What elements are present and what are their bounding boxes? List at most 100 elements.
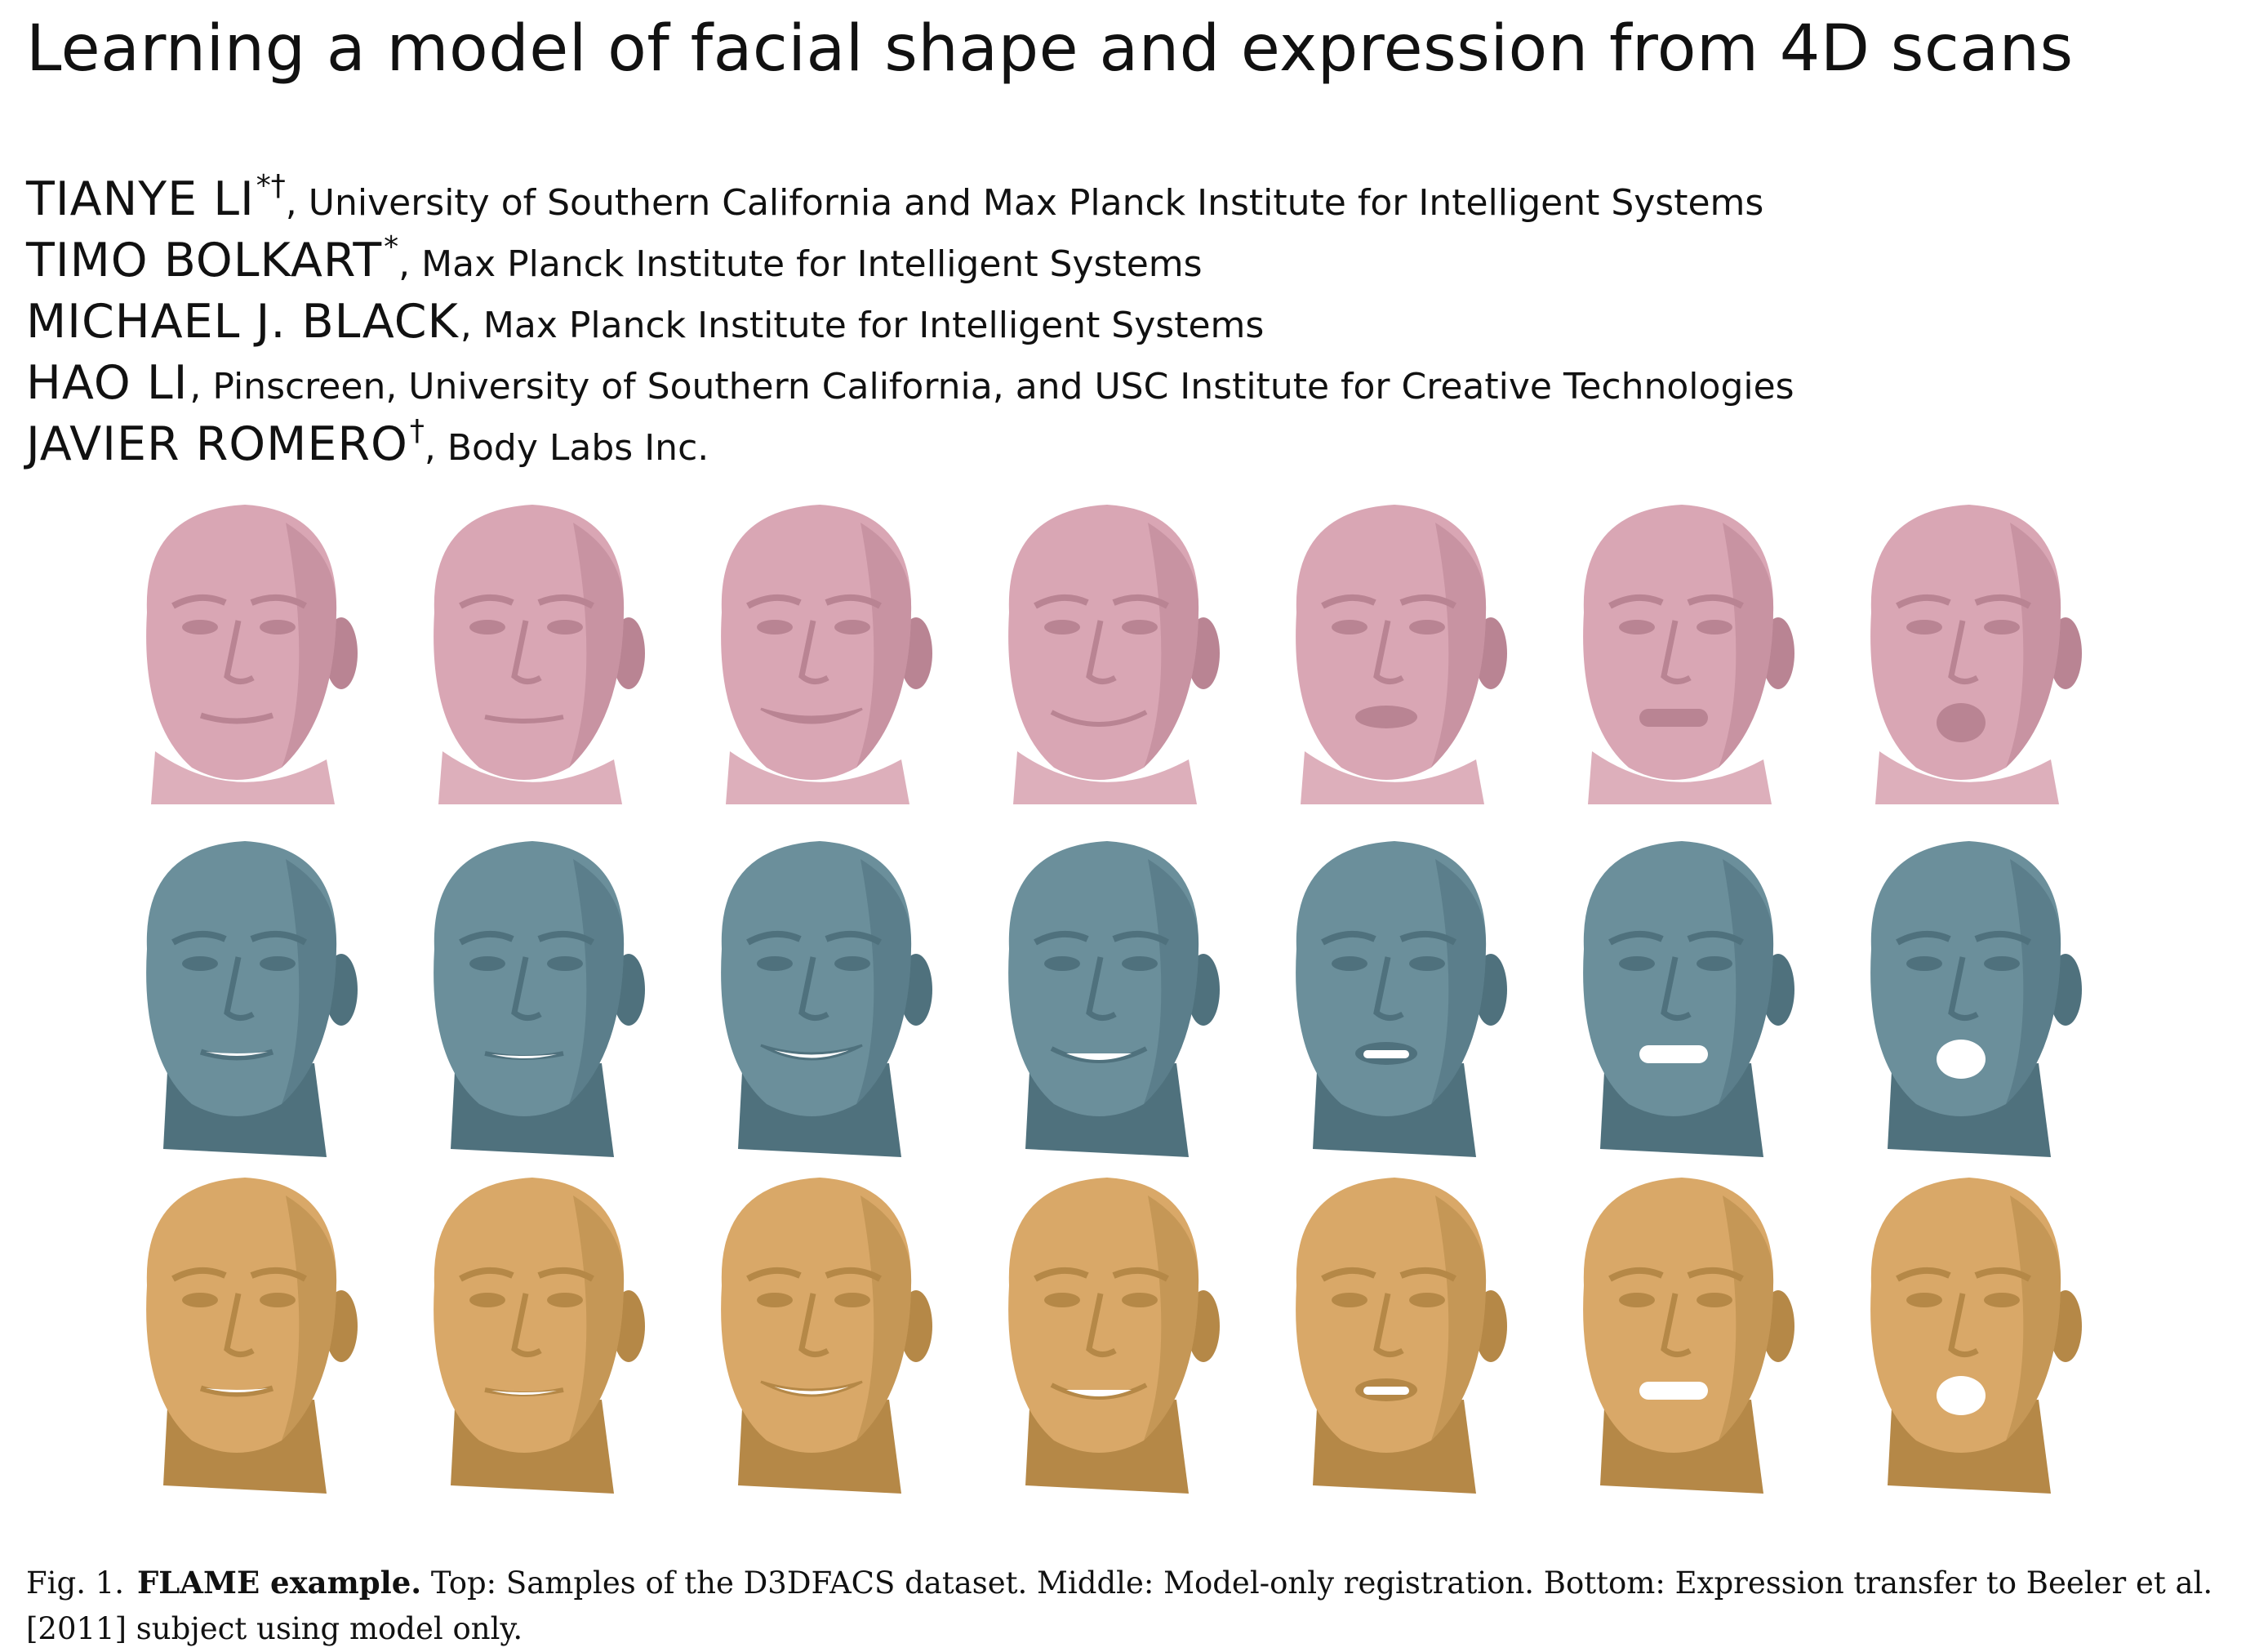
face-brow xyxy=(746,594,802,609)
face-shading xyxy=(1144,859,1199,1104)
face-head xyxy=(1296,841,1487,1116)
face-neck xyxy=(438,751,622,804)
mouth-teeth xyxy=(206,1388,268,1392)
mouth-teeth xyxy=(1066,1053,1132,1060)
face-eye xyxy=(1697,1293,1732,1307)
face-eye xyxy=(260,620,296,635)
face-shading xyxy=(282,1196,337,1440)
face-render xyxy=(146,1178,358,1494)
face-brow xyxy=(1034,930,1089,946)
face-head xyxy=(434,505,625,780)
face-render xyxy=(721,841,932,1157)
face-shading xyxy=(1719,523,1774,768)
face-brow xyxy=(1321,594,1376,609)
face-brow xyxy=(1687,594,1744,609)
face-brow xyxy=(1974,930,2031,946)
face-brow xyxy=(1034,1267,1089,1282)
face-neck xyxy=(1013,751,1197,804)
face-render xyxy=(1870,841,2082,1157)
face-brow xyxy=(1399,930,1456,946)
author-1: TIANYE LI*†, University of Southern Cali… xyxy=(26,169,1764,226)
face-brow xyxy=(459,930,514,946)
mouth-teeth xyxy=(1363,1050,1409,1058)
face-nose xyxy=(224,1293,255,1357)
mouth-teeth xyxy=(1639,1045,1708,1063)
author-name: TIMO BOLKART xyxy=(26,234,383,287)
face-eye xyxy=(1409,620,1445,635)
face-brow xyxy=(1896,594,1951,609)
face-shading xyxy=(569,1196,625,1440)
face-nose xyxy=(1086,620,1117,684)
face-brow xyxy=(459,1267,514,1282)
face-eye xyxy=(1409,956,1445,971)
mouth-teeth xyxy=(206,1052,268,1056)
face-nose xyxy=(798,1293,829,1357)
face-shading xyxy=(856,859,912,1104)
face-render xyxy=(1583,505,1794,804)
face-shading xyxy=(1144,1196,1199,1440)
face-brow xyxy=(1608,1267,1664,1282)
face-head xyxy=(1008,505,1199,780)
face-eye xyxy=(834,956,870,971)
face-eye xyxy=(1044,1293,1080,1307)
mouth-teeth xyxy=(1639,1382,1708,1400)
author-5: JAVIER ROMERO†, Body Labs Inc. xyxy=(26,414,709,471)
face-eye xyxy=(1984,1293,2020,1307)
face-brow xyxy=(1687,1267,1744,1282)
mouth-teeth xyxy=(491,1054,557,1058)
mouth-open xyxy=(1937,1376,1986,1415)
face-render xyxy=(1296,1178,1507,1494)
mouth-smile xyxy=(1050,1383,1148,1400)
face-nose xyxy=(1086,956,1117,1021)
mouth-teeth xyxy=(1639,709,1708,727)
author-affiliation: Pinscreen, University of Southern Califo… xyxy=(212,366,1794,407)
face-shading xyxy=(856,523,912,768)
face-brow xyxy=(825,1267,882,1282)
mouth-teeth xyxy=(491,1391,557,1395)
mouth-smile xyxy=(1050,1046,1148,1063)
face-eye xyxy=(1122,1293,1158,1307)
face-brow xyxy=(1112,594,1169,609)
face-render xyxy=(721,1178,932,1494)
face-brow xyxy=(1974,594,2031,609)
face-head xyxy=(1583,841,1774,1116)
face-shading xyxy=(1431,1196,1487,1440)
face-eye xyxy=(1906,956,1942,971)
mouth-pursed xyxy=(199,712,274,724)
face-nose xyxy=(224,956,255,1021)
author-marks: *† xyxy=(256,169,286,203)
face-eye xyxy=(1409,1293,1445,1307)
face-eye xyxy=(1044,956,1080,971)
face-eye xyxy=(1619,620,1655,635)
face-eye xyxy=(1619,1293,1655,1307)
author-list: TIANYE LI*†, University of Southern Cali… xyxy=(26,155,1794,471)
face-nose xyxy=(1948,620,1979,684)
author-affiliation: Max Planck Institute for Intelligent Sys… xyxy=(483,305,1265,346)
face-head xyxy=(146,1178,337,1453)
face-brow xyxy=(1112,930,1169,946)
author-name: TIANYE LI xyxy=(26,172,255,226)
face-brow xyxy=(171,594,227,609)
face-brow xyxy=(171,930,227,946)
mouth-lips xyxy=(1355,706,1417,728)
face-eye xyxy=(260,1293,296,1307)
face-eye xyxy=(260,956,296,971)
author-affiliation: Body Labs Inc. xyxy=(447,427,709,469)
face-nose xyxy=(1086,1293,1117,1357)
face-eye xyxy=(469,620,505,635)
face-brow xyxy=(1974,1267,2031,1282)
face-grid-svg xyxy=(146,505,2082,1494)
face-render xyxy=(1296,505,1507,804)
caption-bold-title: FLAME example. xyxy=(137,1565,422,1601)
mouth-grin xyxy=(760,707,863,724)
face-eye xyxy=(182,620,218,635)
face-brow xyxy=(1399,1267,1456,1282)
face-render xyxy=(146,505,358,804)
face-eye xyxy=(757,620,793,635)
face-eye xyxy=(834,620,870,635)
face-eye xyxy=(1332,620,1367,635)
face-brow xyxy=(1896,930,1951,946)
author-affiliation: University of Southern California and Ma… xyxy=(308,182,1764,224)
face-shading xyxy=(569,523,625,768)
face-brow xyxy=(171,1267,227,1282)
